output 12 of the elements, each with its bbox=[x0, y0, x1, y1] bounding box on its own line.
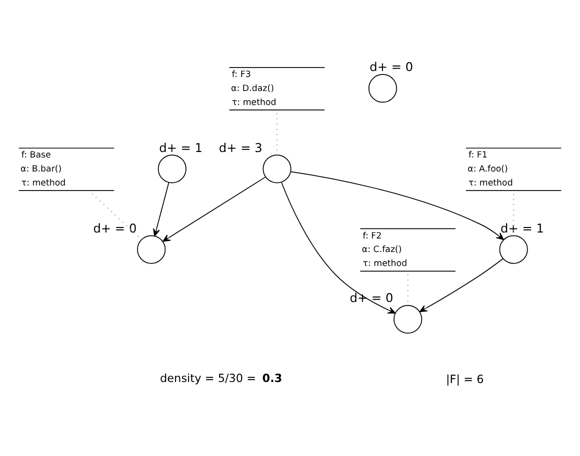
node-label: d+ = 1 bbox=[159, 140, 203, 154]
node-label: d+ = 1 bbox=[500, 220, 544, 235]
node-text: f: F3 α: D.daz() τ: method bbox=[231, 70, 276, 108]
node-label: d+ = 0 bbox=[93, 220, 137, 235]
node-label: d+ = 0 bbox=[350, 290, 394, 305]
node-text: f: F1 α: A.foo() τ: method bbox=[468, 150, 513, 188]
node-label: d+ = 0 bbox=[370, 60, 414, 74]
node-label: d+ = 3 bbox=[218, 140, 262, 154]
label: density = 5/30 = 0.3 bbox=[160, 372, 282, 385]
node-text: f: Base α: B.bar() τ: method bbox=[20, 150, 66, 188]
node-text: f: F2 α: C.faz() τ: method bbox=[362, 230, 408, 268]
label: |F| = 6 bbox=[446, 372, 484, 386]
